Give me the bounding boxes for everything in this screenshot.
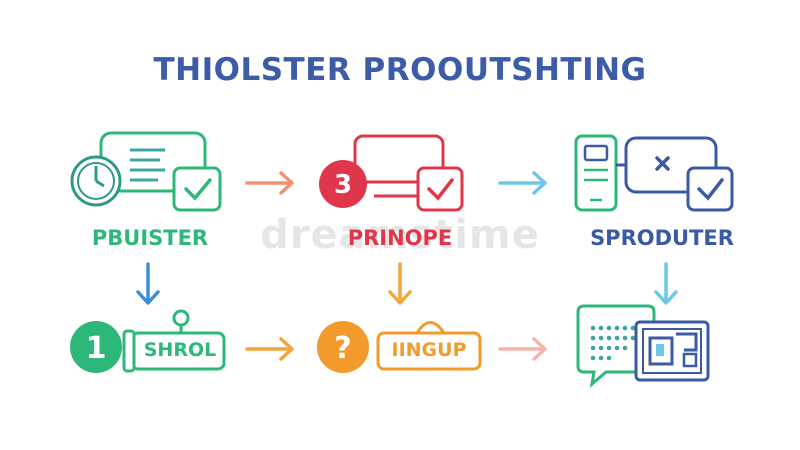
- pbuister-icon: [70, 131, 222, 212]
- arrow-prinope-to-sproduter: [498, 171, 547, 195]
- step-label-sproduter: SPRODUTER: [590, 226, 734, 250]
- clock-icon: [70, 155, 122, 207]
- watermark: dreamstime: [260, 212, 540, 258]
- close-window-icon: [616, 136, 718, 194]
- iingup-badge-question: ?: [334, 331, 352, 366]
- arrow-shrol-to-iingup: [245, 337, 294, 361]
- prinope-icon: [319, 134, 464, 212]
- diagram-title: THIOLSTER PROOUTSHTING: [153, 52, 647, 88]
- blueprint-icon: [634, 320, 710, 382]
- iingup-icon: [317, 321, 482, 373]
- arrow-prinope-down: [388, 262, 412, 305]
- phone-icon: [574, 134, 618, 212]
- check-icon: [416, 166, 464, 212]
- question-badge: [317, 321, 369, 373]
- arrow-iingup-to-chat: [498, 337, 547, 361]
- hanging-sign-icon: [376, 321, 482, 371]
- step-label-pbuister: PBUISTER: [91, 226, 209, 250]
- shrol-badge-number: 1: [85, 331, 107, 366]
- step-label-prinope: PRINOPE: [347, 226, 453, 250]
- hanging-sign-icon: [122, 309, 226, 373]
- number-badge-3: [319, 160, 367, 208]
- chat-blueprint-icon: [576, 304, 710, 388]
- check-icon: [172, 166, 222, 212]
- arrow-sproduter-down: [654, 262, 678, 305]
- number-badge-1: [70, 321, 122, 373]
- arrow-pbuister-to-prinope: [245, 171, 294, 195]
- check-icon: [686, 166, 734, 212]
- sproduter-icon: [574, 134, 734, 212]
- shrol-icon: [70, 309, 226, 373]
- iingup-sign-text: IINGUP: [391, 339, 467, 361]
- prinope-badge-number: 3: [333, 170, 353, 200]
- shrol-sign-text: SHROL: [143, 339, 217, 361]
- arrow-pbuister-down: [136, 262, 160, 305]
